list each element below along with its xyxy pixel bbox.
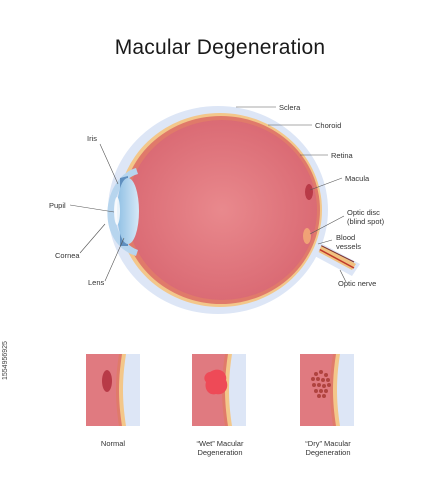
- page-title: Macular Degeneration: [114, 36, 326, 59]
- label-iris: Iris: [87, 134, 97, 143]
- label-lens: Lens: [88, 278, 105, 287]
- caption-dry: “Dry” Macular Degeneration: [305, 439, 351, 457]
- pupil: [114, 197, 120, 225]
- vitreous-body: [127, 120, 317, 300]
- caption-wet: “Wet” Macular Degeneration: [196, 439, 244, 457]
- optic-disc: [303, 228, 311, 244]
- label-cornea: Cornea: [55, 251, 80, 260]
- label-choroid: Choroid: [315, 121, 342, 130]
- dry-drusen: [311, 370, 331, 398]
- leader-lines: [69, 106, 347, 283]
- macula: [305, 184, 313, 200]
- cornea: [107, 168, 138, 256]
- label-retina: Retina: [331, 151, 353, 160]
- side-id-text: 1554956925: [2, 341, 9, 380]
- label-optic-nerve: Optic nerve: [338, 279, 377, 288]
- panel-normal: [86, 354, 140, 426]
- panel-dry: [300, 354, 354, 426]
- label-optic-disc: Optic disc (blind spot): [347, 208, 385, 226]
- label-macula: Macula: [345, 174, 370, 183]
- wet-lesion: [204, 369, 228, 395]
- normal-macula-spot: [102, 370, 112, 392]
- panel-wet: [192, 354, 246, 426]
- lens: [117, 178, 139, 244]
- label-sclera: Sclera: [279, 103, 301, 112]
- caption-normal: Normal: [100, 439, 126, 448]
- label-blood-vessels: Blood vessels: [336, 233, 362, 251]
- label-pupil: Pupil: [49, 201, 66, 210]
